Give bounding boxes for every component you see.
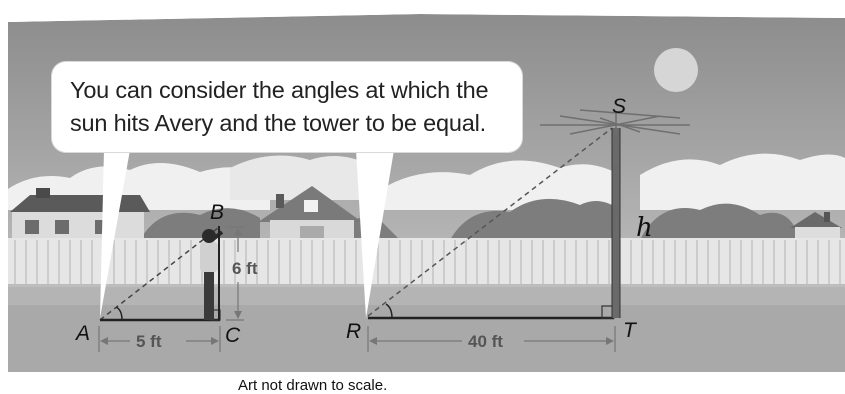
label-S: S [612,95,626,118]
sun-ray-RS [367,127,613,317]
house-middle [258,186,362,242]
fence [8,238,845,287]
angle-arc-A [115,306,123,321]
callout-pointer-left [100,150,130,318]
label-A: A [74,322,90,345]
callout-text: You can consider the angles at which the… [70,74,510,140]
label-R: R [346,320,361,343]
antenna [540,109,690,135]
scale-caption: Art not drawn to scale. [238,377,388,394]
label-T: T [623,319,638,342]
house-left [10,188,150,242]
measure-RT: 40 ft [468,332,503,351]
label-B: B [210,201,224,224]
avery-person [200,229,224,320]
measure-AC: 5 ft [136,332,162,351]
dimension-AC [98,326,221,352]
callout-line-2: sun hits Avery and the tower to be equal… [70,110,486,136]
avery-triangle [99,226,244,322]
callout-line-1: You can consider the angles at which the [70,77,489,103]
measure-BC: 6 ft [232,259,258,278]
angle-arc-R [385,303,393,319]
tower-triangle [367,109,690,352]
speech-callout: You can consider the angles at which the… [52,62,522,152]
handwritten-h: h [636,213,653,243]
callout-pointer-right [356,150,394,318]
sun [654,48,698,92]
sun-ray-AB [99,227,219,321]
tower [612,128,620,318]
label-C: C [225,324,241,347]
